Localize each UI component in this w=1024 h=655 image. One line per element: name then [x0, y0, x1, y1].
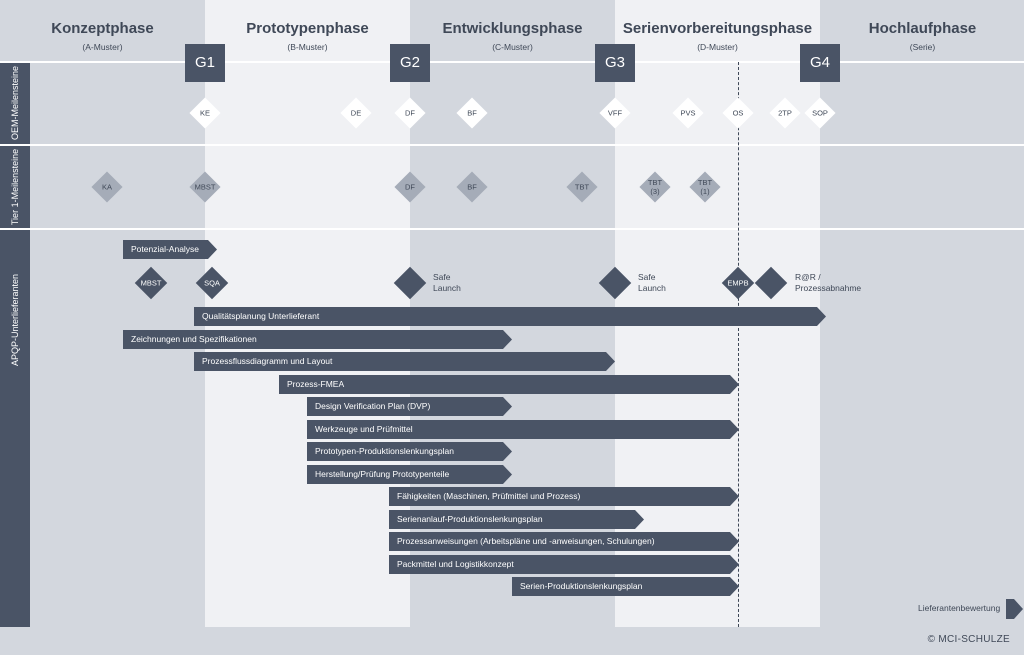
- tier1-milestone-df-label: DF: [405, 182, 415, 192]
- bar-herstellung-pruefung: Herstellung/Prüfung Prototypenteile: [307, 465, 512, 484]
- oem-milestone-vff-label: VFF: [607, 108, 623, 118]
- gate-g1: G1: [185, 44, 225, 82]
- lane-label-oem: OEM-Meilensteine: [10, 65, 20, 141]
- bar-faehigkeiten: Fähigkeiten (Maschinen, Prüfmittel und P…: [389, 487, 739, 506]
- bar-dvp: Design Verification Plan (DVP): [307, 397, 512, 416]
- phase-title-hochlauf: Hochlaufphase: [868, 20, 977, 37]
- lane-label-tier1: Tier 1-Meilensteine: [10, 148, 20, 226]
- tier1-milestone-mbst-label: MBST: [194, 182, 216, 192]
- phase-bg-konzept: [0, 0, 205, 627]
- bar-potenzial-analyse: Potenzial-Analyse: [123, 240, 217, 259]
- separator-apqp-top: [0, 228, 1024, 230]
- phase-subtitle-hochlauf: (Serie): [909, 42, 936, 52]
- lane-strip-apqp: [0, 230, 30, 627]
- phase-subtitle-entwicklung: (C-Muster): [492, 42, 533, 52]
- lieferantenbewertung-label: Lieferantenbewertung: [918, 603, 1001, 613]
- apqp-milestone-safe-launch-2-label: Safe Launch: [638, 272, 666, 293]
- bar-prozessflussdiagramm: Prozessflussdiagramm und Layout: [194, 352, 615, 371]
- phase-title-konzept: Konzeptphase: [51, 20, 154, 37]
- lane-label-apqp: APQP-Unterlieferanten: [10, 273, 20, 367]
- tier1-milestone-tbt-label: TBT: [574, 182, 590, 192]
- bar-qualitaetsplanung: Qualitätsplanung Unterlieferant: [194, 307, 826, 326]
- os-dashed-line: [738, 62, 739, 627]
- gate-g3: G3: [595, 44, 635, 82]
- bar-prozess-fmea: Prozess-FMEA: [279, 375, 739, 394]
- tier1-milestone-ka-label: KA: [101, 182, 113, 192]
- phase-subtitle-konzept: (A-Muster): [82, 42, 123, 52]
- apqp-milestone-rar-label: R@R / Prozessabnahme: [795, 272, 862, 293]
- bar-werkzeuge: Werkzeuge und Prüfmittel: [307, 420, 739, 439]
- bar-prototypen-lenkungsplan: Prototypen-Produktionslenkungsplan: [307, 442, 512, 461]
- phase-subtitle-prototypen: (B-Muster): [287, 42, 328, 52]
- copyright: © MCI-SCHULZE: [927, 634, 1010, 645]
- oem-milestone-2tp-label: 2TP: [778, 108, 792, 118]
- apqp-milestone-sqa-label: SQA: [204, 278, 220, 288]
- bar-serienanlauf-lenkungsplan: Serienanlauf-Produktionslenkungsplan: [389, 510, 644, 529]
- bar-packmittel: Packmittel und Logistikkonzept: [389, 555, 739, 574]
- oem-milestone-de-label: DE: [350, 108, 362, 118]
- lane-strip-oem: [0, 63, 30, 144]
- tier1-milestone-tbt-1-label: TBT (1): [697, 178, 713, 196]
- oem-milestone-bf-label: BF: [467, 108, 477, 118]
- gate-g2: G2: [390, 44, 430, 82]
- oem-milestone-os-label: OS: [732, 108, 744, 118]
- separator-oem-top: [0, 61, 1024, 63]
- apqp-milestone-safe-launch-1-label: Safe Launch: [433, 272, 461, 293]
- oem-milestone-df-label: DF: [405, 108, 415, 118]
- footer: [0, 627, 1024, 655]
- tier1-milestone-bf-label: BF: [467, 182, 477, 192]
- oem-milestone-sop-label: SOP: [812, 108, 828, 118]
- bar-zeichnungen: Zeichnungen und Spezifikationen: [123, 330, 512, 349]
- lane-strip-tier1: [0, 146, 30, 228]
- bar-prozessanweisungen: Prozessanweisungen (Arbeitspläne und -an…: [389, 532, 739, 551]
- phase-title-prototypen: Prototypenphase: [246, 20, 369, 37]
- phase-subtitle-serienvorbereitung: (D-Muster): [697, 42, 738, 52]
- phase-bg-hochlauf: [820, 0, 1024, 627]
- separator-tier1-top: [0, 144, 1024, 146]
- oem-milestone-pvs-label: PVS: [680, 108, 696, 118]
- gate-g4: G4: [800, 44, 840, 82]
- tier1-milestone-tbt-3-label: TBT (3): [647, 178, 663, 196]
- apqp-milestone-empb-label: EMPB: [727, 278, 749, 288]
- apqp-milestone-mbst-label: MBST: [140, 278, 162, 288]
- phase-title-serienvorbereitung: Serienvorbereitungsphase: [622, 20, 813, 37]
- oem-milestone-ke-label: KE: [199, 108, 211, 118]
- bar-serien-lenkungsplan: Serien-Produktionslenkungsplan: [512, 577, 739, 596]
- phase-title-entwicklung: Entwicklungsphase: [442, 20, 583, 37]
